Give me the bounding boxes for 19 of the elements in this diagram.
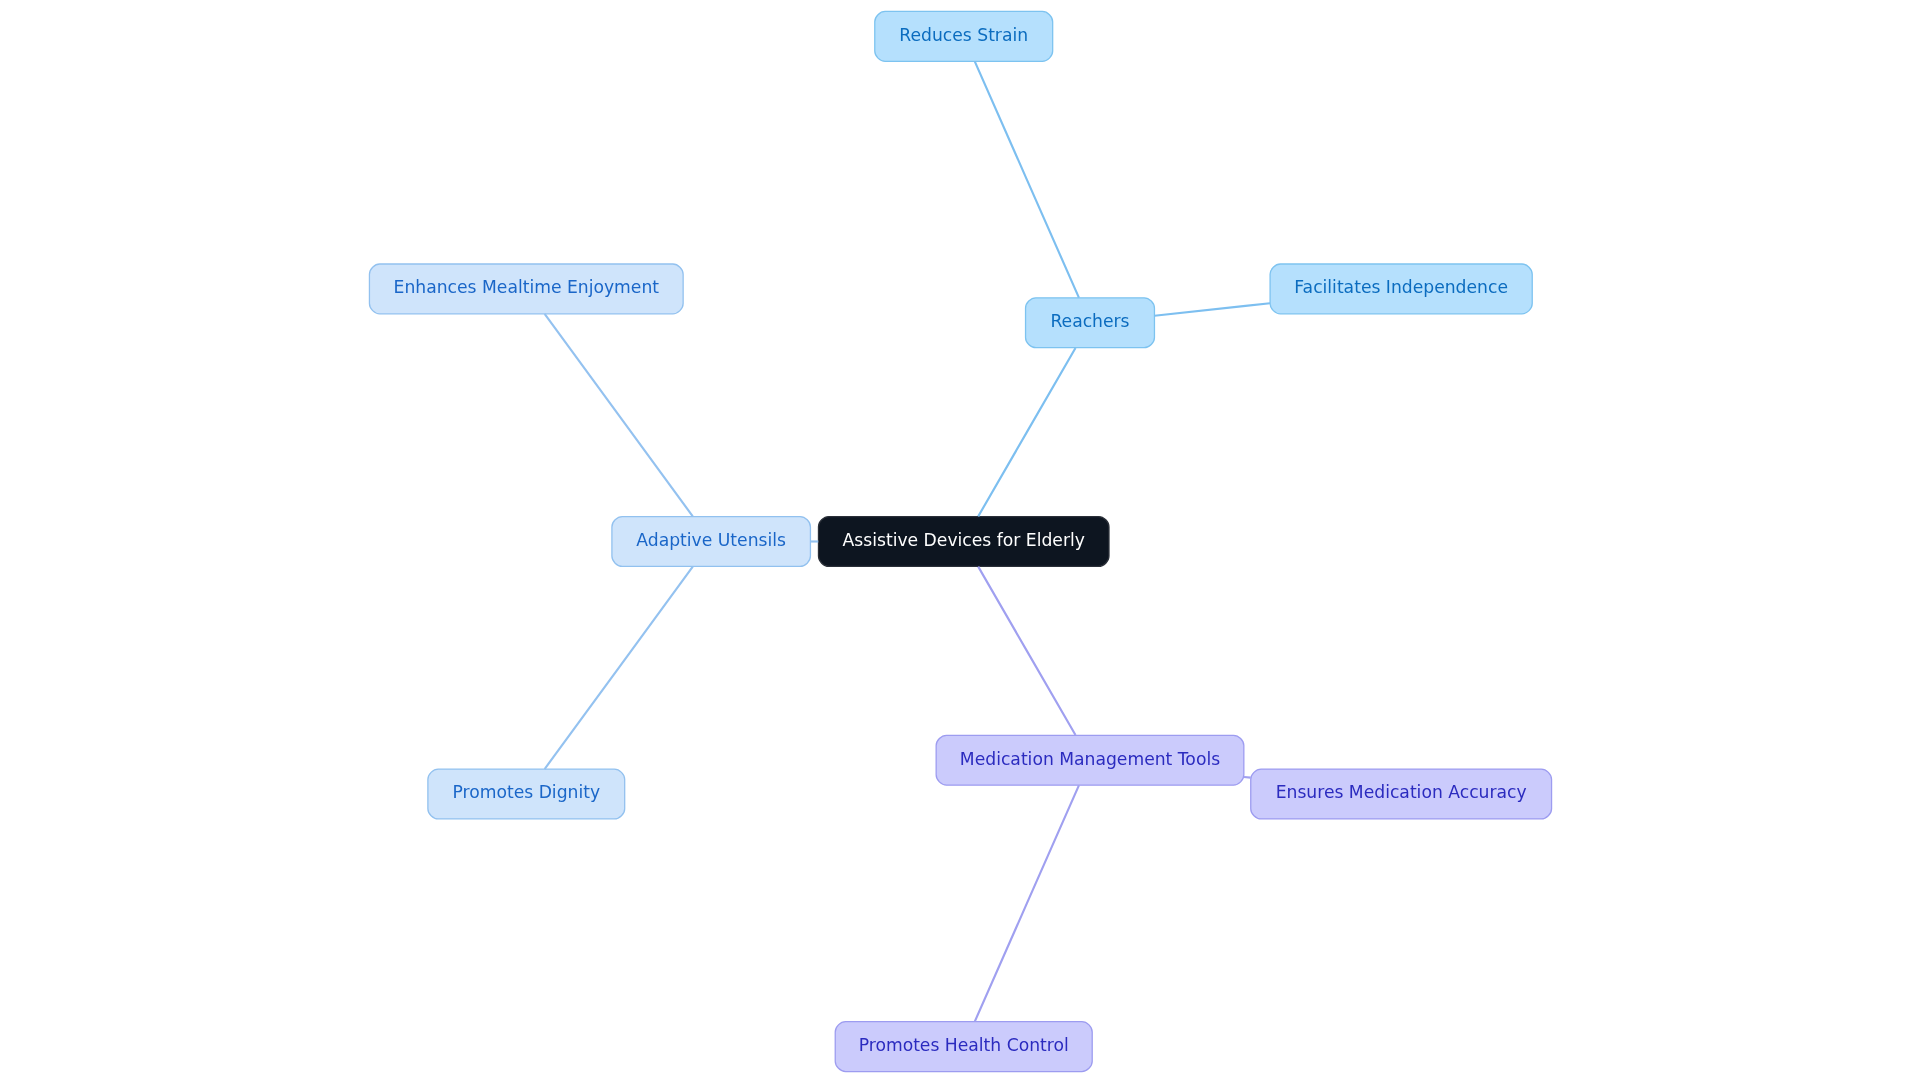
- node-box: Ensures Medication Accuracy: [1249, 768, 1552, 820]
- node-box: Promotes Health Control: [834, 1021, 1093, 1073]
- connector: [973, 60, 1080, 299]
- connector: [976, 566, 1076, 736]
- node-box: Adaptive Utensils: [610, 515, 811, 568]
- node-box: Assistive Devices for Elderly: [817, 515, 1110, 568]
- connector: [543, 313, 694, 517]
- connector: [973, 784, 1080, 1023]
- node-box: Promotes Dignity: [426, 768, 625, 820]
- node-box: Medication Management Tools: [935, 734, 1244, 786]
- node-box: Reachers: [1024, 297, 1155, 349]
- connector: [810, 540, 818, 543]
- node-box: Facilitates Independence: [1268, 263, 1533, 315]
- connector: [543, 566, 694, 770]
- node-box: Enhances Mealtime Enjoyment: [368, 263, 684, 315]
- connector: [1243, 775, 1251, 779]
- connector: [976, 347, 1076, 517]
- node-box: Reduces Strain: [873, 10, 1053, 62]
- connector: [1153, 302, 1270, 317]
